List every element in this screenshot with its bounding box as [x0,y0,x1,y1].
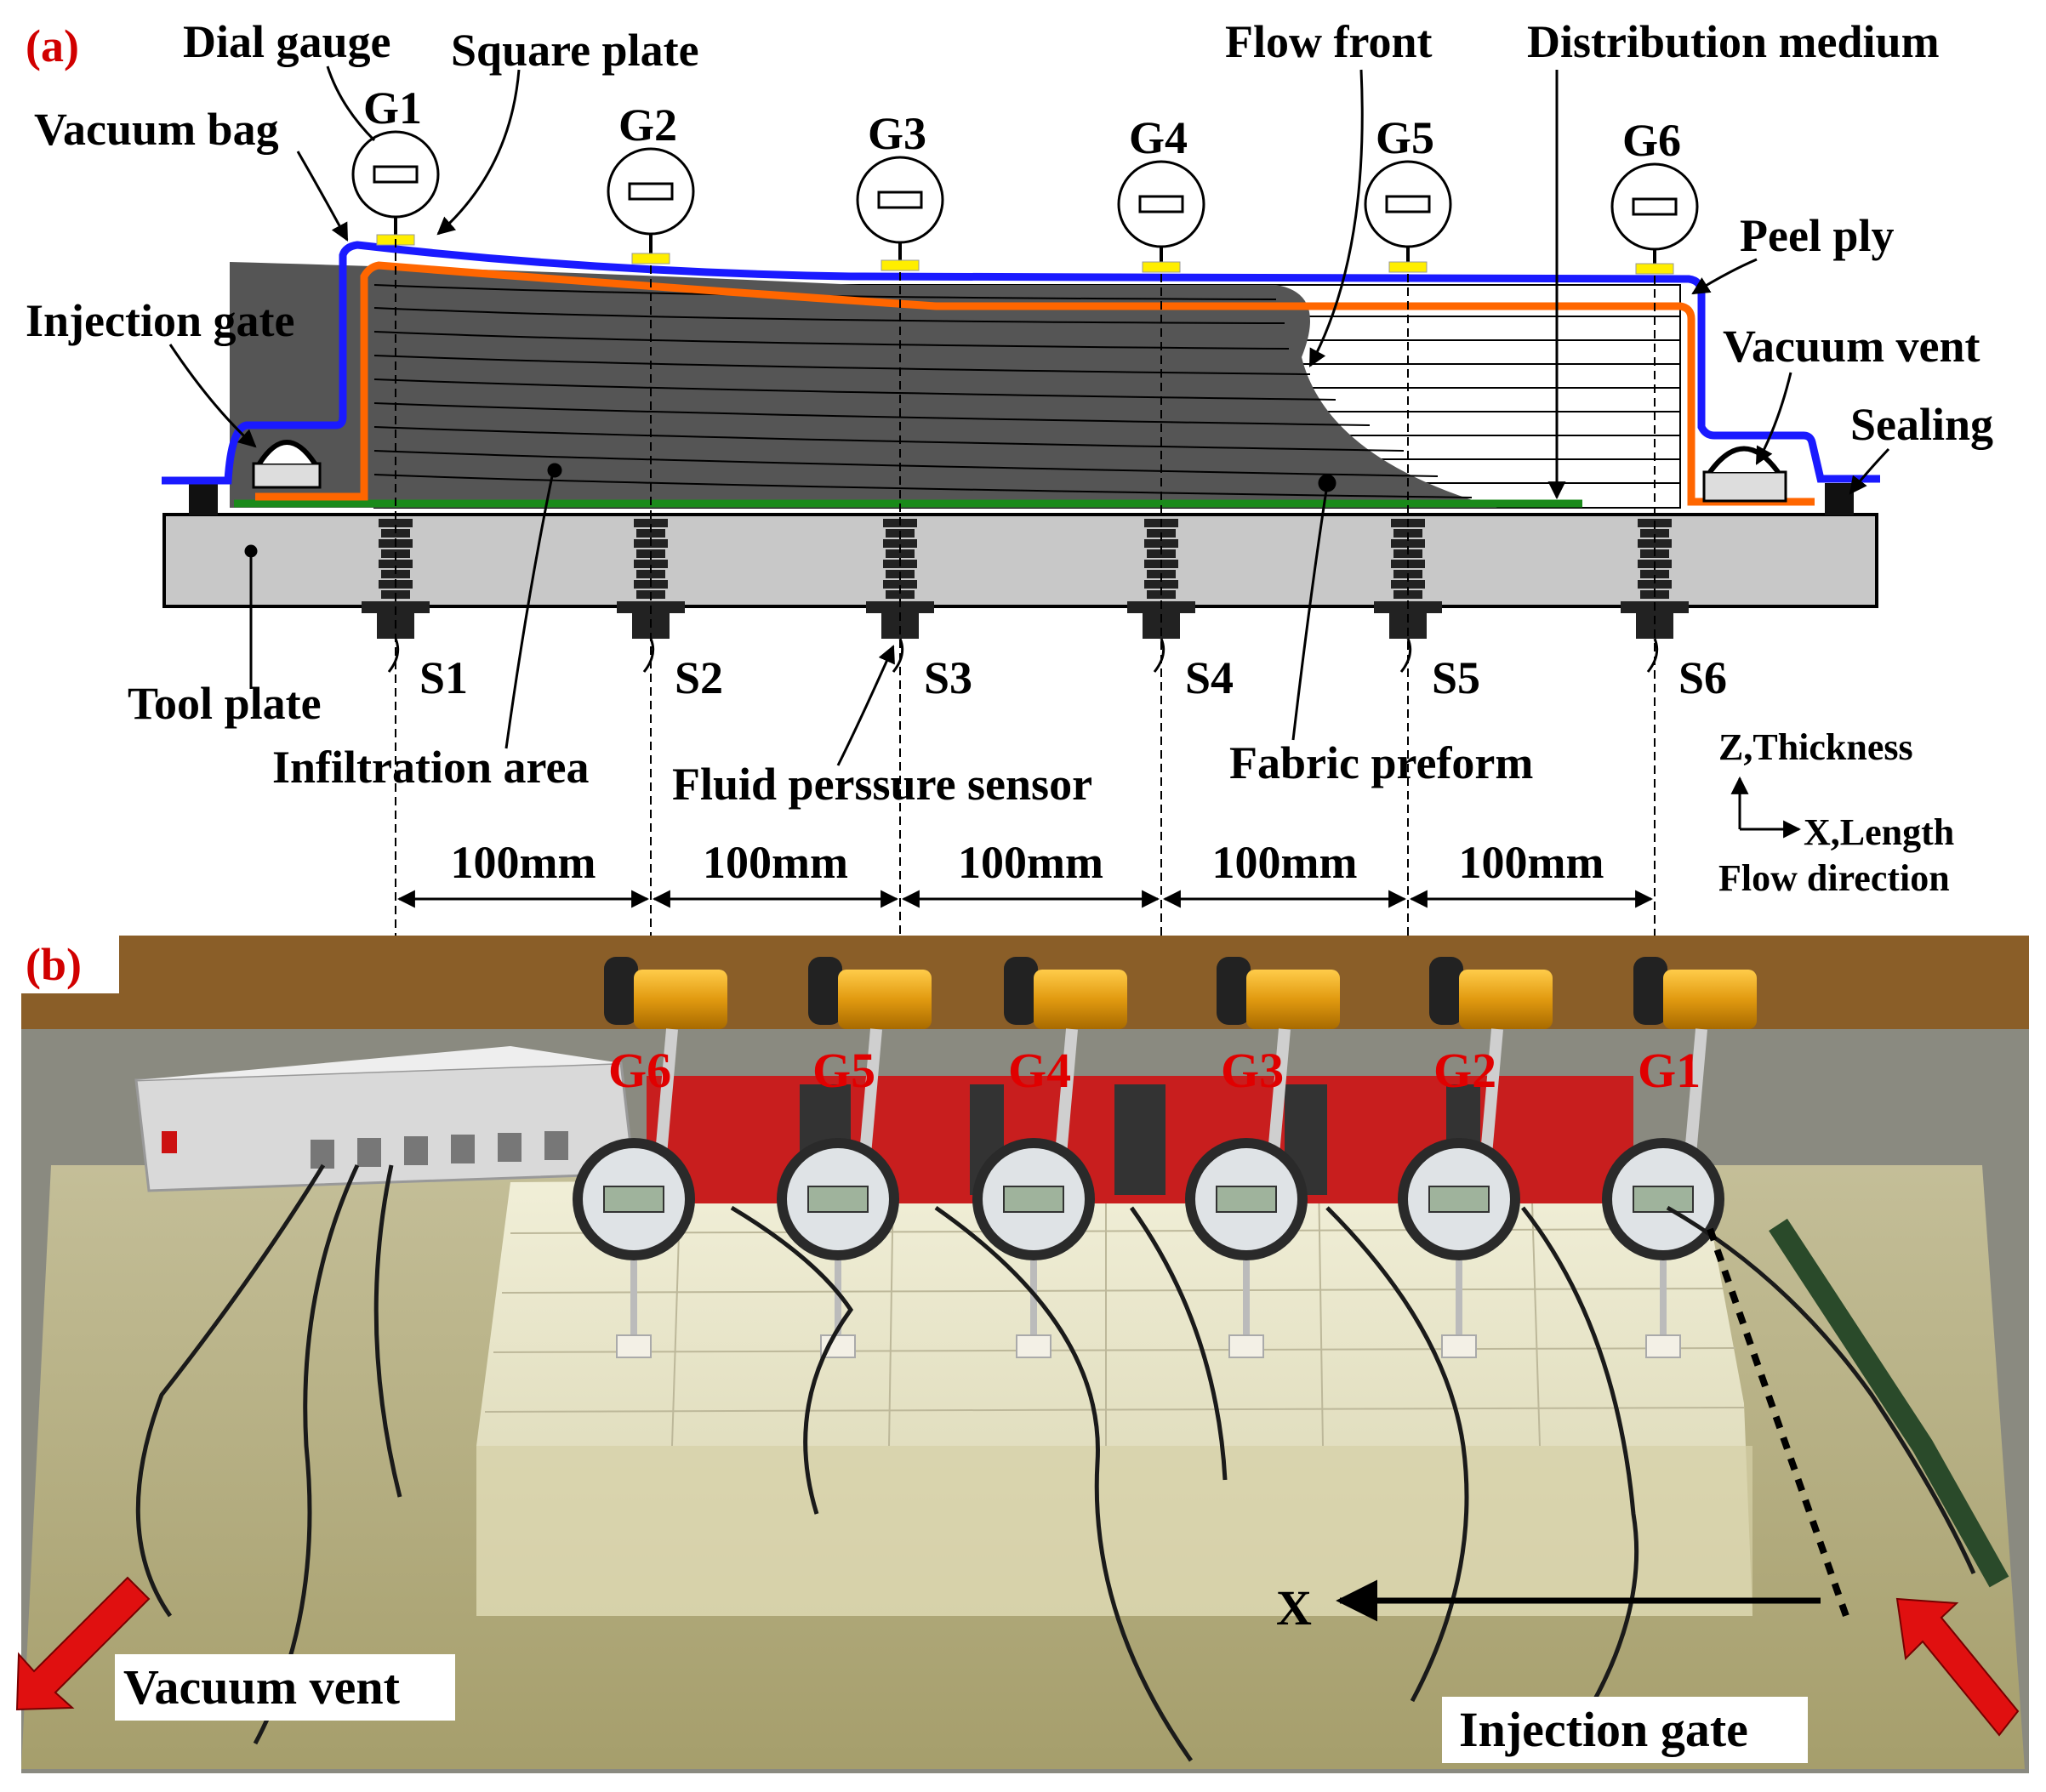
label-injection-gate: Injection gate [26,295,294,346]
panel-b: X Vacuum vent Injection gate G6 G5 G4 G3 G2 G… [17,936,2029,1773]
spacing-2: 100mm [654,837,897,899]
label-flow-front: Flow front [1225,16,1432,67]
tool-plate [164,515,1877,606]
sealing-left [189,483,218,515]
sensor-label: S3 [924,652,972,703]
spacing-1: 100mm [399,837,647,899]
sensor-label: S4 [1185,652,1234,703]
label-peel-ply: Peel ply [1740,210,1894,261]
label-dial-gauge: Dial gauge [183,16,391,67]
spacing-label: 100mm [703,837,848,888]
label-infiltration-area: Infiltration area [272,742,589,793]
spacing-label: 100mm [1459,837,1604,888]
panel-b-tag: (b) [26,939,82,990]
axis-icon [1740,778,1799,829]
label-x-axis: X [1276,1580,1312,1636]
photo-gauge-label: G2 [1433,1043,1496,1098]
gauge-label: G4 [1129,112,1188,163]
gauge-label: G6 [1622,115,1681,166]
panel-a-tag: (a) [26,20,79,71]
label-vacuum-vent: Vacuum vent [1723,321,1980,372]
label-square-plate: Square plate [451,25,699,76]
gauge-g3: G3 [858,108,943,270]
photo-gauge-label: G5 [812,1043,875,1098]
sensor-label: S6 [1678,652,1727,703]
label-fabric-preform: Fabric preform [1229,737,1533,788]
label-tool-plate: Tool plate [128,678,322,729]
gauge-g1: G1 [353,82,438,245]
gauges: G1 G2 G3 G4 G5 G6 [353,82,1697,274]
label-flow-direction: Flow direction [1718,857,1950,899]
label-distribution-medium: Distribution medium [1527,16,1940,67]
label-axis-z: Z,Thickness [1718,726,1913,768]
photo-gauge-label: G3 [1221,1043,1284,1098]
photo-gauge-label: G1 [1638,1043,1701,1098]
gauge-label: G5 [1376,112,1434,163]
spacing-label: 100mm [1212,837,1358,888]
sensor-label: S5 [1432,652,1480,703]
gauge-g5: G5 [1365,112,1450,272]
gauge-g2: G2 [608,100,693,264]
gauge-label: G1 [363,82,422,134]
gauge-label: G3 [868,108,926,159]
spacing-4: 100mm [1165,837,1405,899]
sensor-label: S1 [419,652,468,703]
fabric-edge [476,1446,1752,1616]
label-fluid-pressure-sensor: Fluid perssure sensor [672,759,1092,810]
label-axis-x: X,Length [1804,811,1954,853]
sensor-label: S2 [675,652,723,703]
gauge-label: G2 [618,100,677,151]
sealing-right [1825,483,1854,515]
vacuum-vent-device [1704,449,1786,502]
spacing-3: 100mm [903,837,1158,899]
spacing-5: 100mm [1411,837,1651,899]
label-sealing: Sealing [1850,399,1993,450]
photo-gauge-label: G6 [608,1043,671,1098]
gauge-g4: G4 [1119,112,1204,272]
label-photo-vacuum-vent: Vacuum vent [123,1659,401,1715]
label-vacuum-bag: Vacuum bag [34,104,279,155]
label-photo-injection-gate: Injection gate [1459,1702,1748,1757]
photo-gauge-label: G4 [1008,1043,1071,1098]
gauge-g6: G6 [1612,115,1697,274]
spacing-dimensions: 100mm 100mm 100mm 100mm 100mm [399,837,1651,899]
spacing-label: 100mm [451,837,596,888]
panel-a: (a) [26,16,1993,936]
spacing-label: 100mm [958,837,1103,888]
